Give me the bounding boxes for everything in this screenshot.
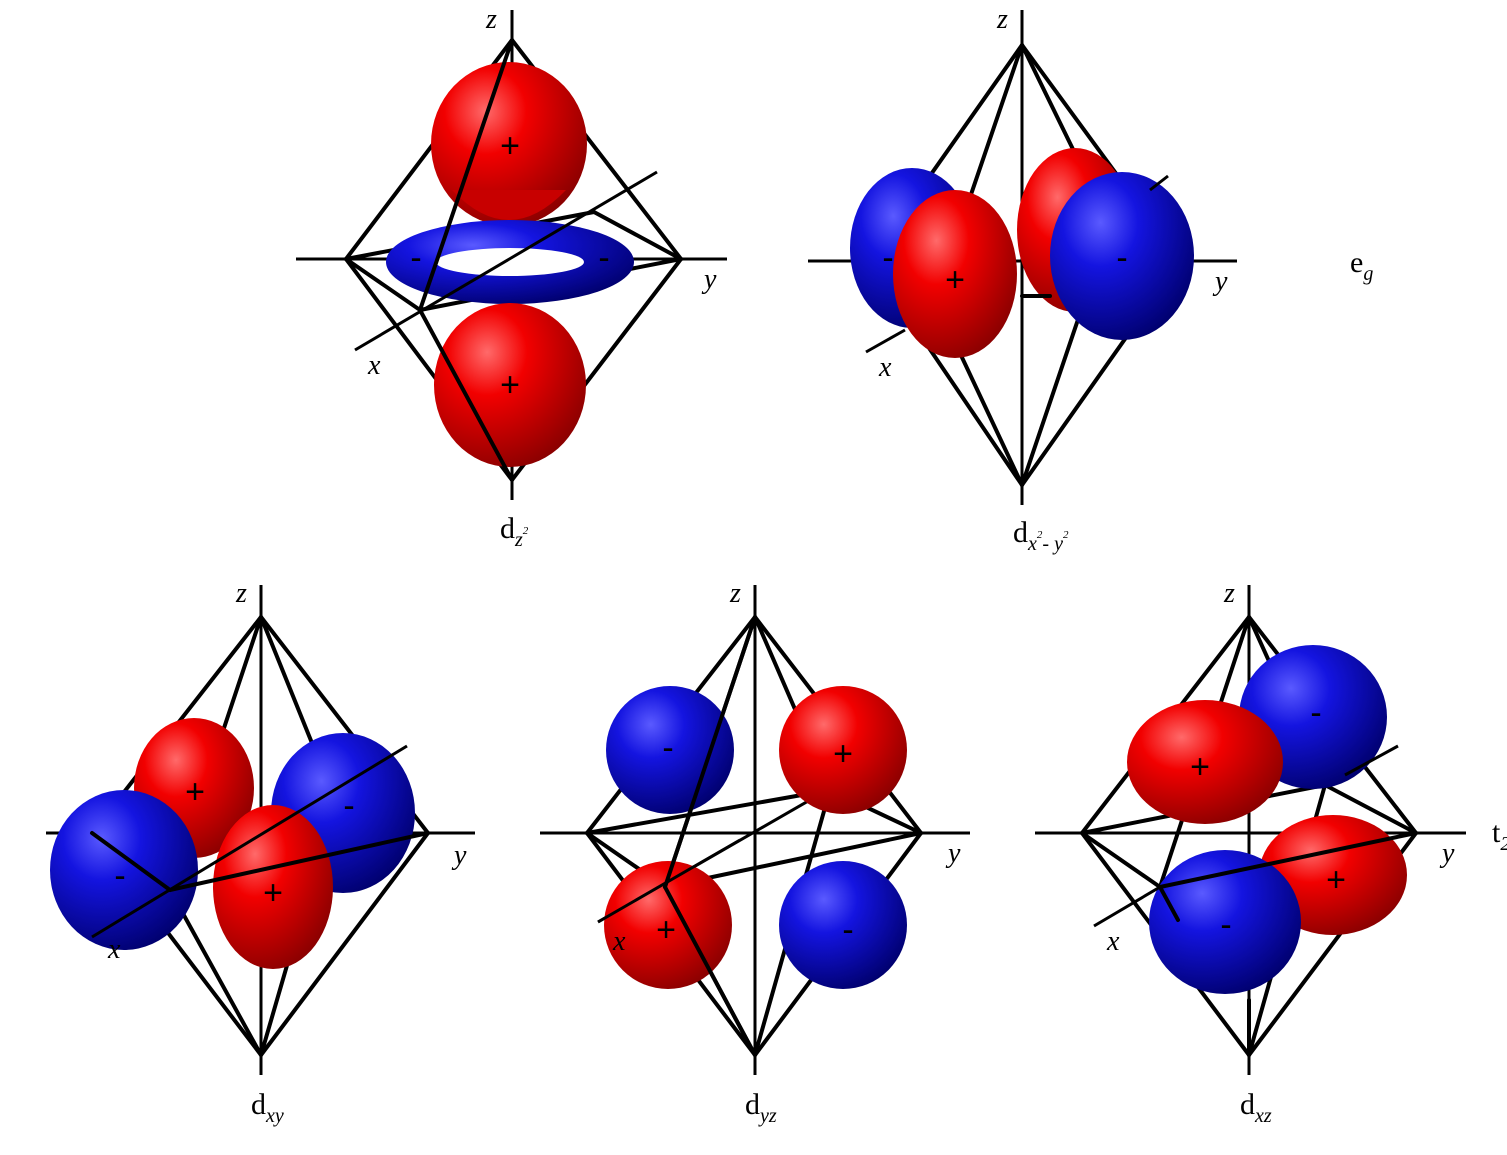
orbital-label-dyz: dyz xyxy=(745,1088,777,1127)
orbital-label-dz2: dz2 xyxy=(500,512,529,551)
axis-label-z: z xyxy=(996,4,1008,35)
axis-label-z: z xyxy=(1223,578,1235,609)
axis-label-y: y xyxy=(1212,266,1228,297)
sign-plus: + xyxy=(1190,748,1210,786)
lobe-positive-top xyxy=(431,62,587,226)
lobe-negative-lower-right xyxy=(779,861,907,989)
axis-label-x: x xyxy=(612,926,626,957)
sign-minus: - xyxy=(1116,239,1127,277)
panel-dyz: - + + - z y x dyz xyxy=(540,578,970,1127)
lobe-negative-front xyxy=(1050,172,1194,340)
sign-plus: + xyxy=(185,773,205,811)
group-label-eg: eg xyxy=(1350,246,1373,285)
sign-minus: - xyxy=(882,239,893,277)
panel-dx2-y2: - + - z y x dx2- y2 xyxy=(808,4,1237,555)
sign-minus: - xyxy=(1220,906,1231,944)
axis-label-z: z xyxy=(729,578,741,609)
axis-label-x: x xyxy=(107,934,121,965)
lobe-positive-lower-left xyxy=(604,861,732,989)
octahedron-dyz xyxy=(540,585,970,1075)
octahedron-dz2-front xyxy=(354,38,658,482)
axis-label-x: x xyxy=(1106,926,1120,957)
lobe-positive-front xyxy=(1127,700,1283,824)
axis-label-y: y xyxy=(451,840,467,871)
sign-minus: - xyxy=(114,857,125,895)
orbital-label-dxy: dxy xyxy=(251,1088,284,1127)
octahedron-dyz-front xyxy=(597,615,757,1057)
group-label-t2g: t2 xyxy=(1492,816,1507,855)
lobe-positive-front xyxy=(893,190,1017,358)
axis-label-y: y xyxy=(945,838,961,869)
axis-label-z: z xyxy=(235,578,247,609)
octahedron-dx2-y2-front xyxy=(865,174,1169,354)
axis-label-x: x xyxy=(878,352,892,383)
octahedron-dxz-front xyxy=(1093,744,1418,1057)
orbital-label-dxz: dxz xyxy=(1240,1088,1272,1127)
lobe-negative-front xyxy=(50,790,198,950)
sign-minus: - xyxy=(598,239,609,277)
panel-dxy: + - - + z y x dxy xyxy=(46,578,475,1127)
axis-label-y: y xyxy=(701,264,717,295)
sign-plus: + xyxy=(945,261,965,299)
torus-negative xyxy=(386,220,634,304)
sign-plus: + xyxy=(656,911,676,949)
sign-plus: + xyxy=(1326,861,1346,899)
panel-dxz: - + + - z y x dxz xyxy=(1035,578,1466,1127)
sign-minus: - xyxy=(662,729,673,767)
axis-label-x: x xyxy=(367,350,381,381)
lobe-positive-upper-right xyxy=(779,686,907,814)
panel-dz2: + + - - z y x dz2 xyxy=(296,4,727,551)
sign-plus: + xyxy=(833,735,853,773)
axis-label-y: y xyxy=(1439,838,1455,869)
sign-minus: - xyxy=(1310,694,1321,732)
orbital-label-dx2-y2: dx2- y2 xyxy=(1013,516,1069,555)
axis-label-z: z xyxy=(485,4,497,35)
lobe-negative-front xyxy=(1149,850,1301,994)
sign-minus: - xyxy=(410,239,421,277)
sign-plus: + xyxy=(500,366,520,404)
lobe-positive-bottom xyxy=(434,303,586,467)
octahedron-dxy-front xyxy=(90,744,430,939)
sign-plus: + xyxy=(500,127,520,165)
sign-minus: - xyxy=(842,911,853,949)
sign-minus: - xyxy=(343,787,354,825)
lobe-positive-top-tip xyxy=(452,190,566,220)
sign-plus: + xyxy=(263,874,283,912)
